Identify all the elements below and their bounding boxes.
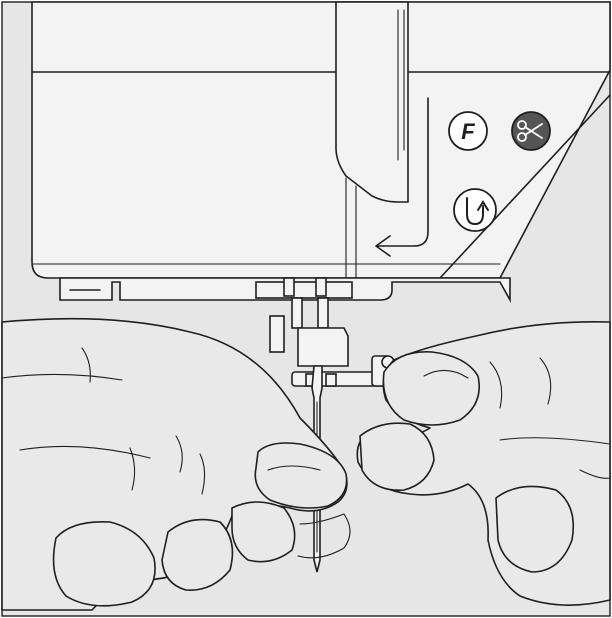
right-hand bbox=[356, 320, 611, 606]
presser-foot-assembly bbox=[59, 277, 511, 387]
needle-up-down-icon bbox=[466, 197, 489, 226]
left-hand bbox=[1, 317, 351, 611]
thread-cutter-button[interactable] bbox=[511, 111, 551, 151]
thread-guide-arrow bbox=[375, 97, 429, 257]
scissors-icon bbox=[517, 120, 543, 142]
needle-stop-button[interactable] bbox=[453, 188, 497, 232]
function-button[interactable]: F bbox=[448, 111, 488, 151]
thread-cover bbox=[335, 1, 409, 279]
function-button-label: F bbox=[461, 119, 475, 144]
